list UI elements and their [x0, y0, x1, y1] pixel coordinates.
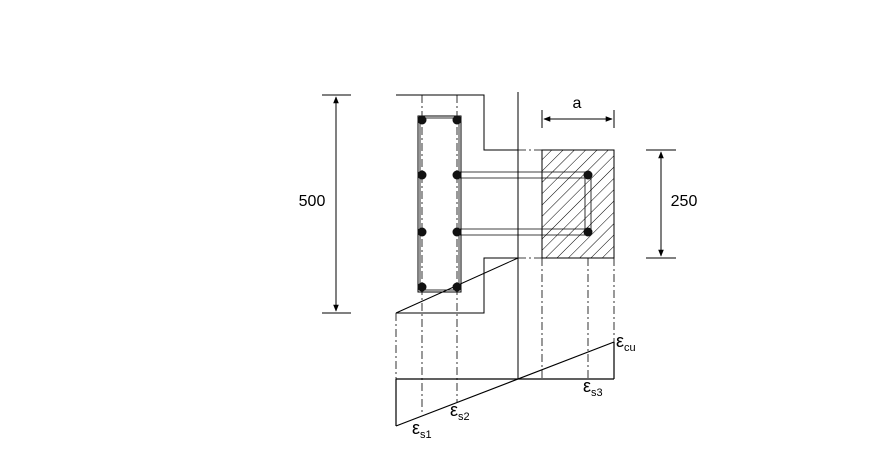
section-outline — [395, 94, 519, 314]
rebar — [452, 170, 462, 180]
rebar — [417, 227, 427, 237]
strain-line — [395, 341, 615, 427]
rebar — [452, 115, 462, 125]
height-label: 500 — [299, 193, 326, 210]
rebar — [452, 227, 462, 237]
compression-block — [541, 149, 615, 259]
strain-label-es1: εs1 — [412, 418, 432, 441]
strain-label-es2: εs2 — [450, 400, 470, 423]
rebar — [583, 227, 593, 237]
rebar — [417, 282, 427, 292]
flange-height-label: 250 — [671, 193, 698, 210]
rebar-group — [417, 115, 593, 292]
strain-label-es3: εs3 — [583, 376, 603, 399]
rebar — [417, 115, 427, 125]
a-label: a — [573, 95, 582, 112]
strain-label-ecu: εcu — [616, 331, 636, 354]
stirrup — [417, 115, 462, 293]
rebar — [583, 170, 593, 180]
rebar — [417, 170, 427, 180]
rebar — [452, 282, 462, 292]
stirrup-inner — [419, 117, 460, 291]
